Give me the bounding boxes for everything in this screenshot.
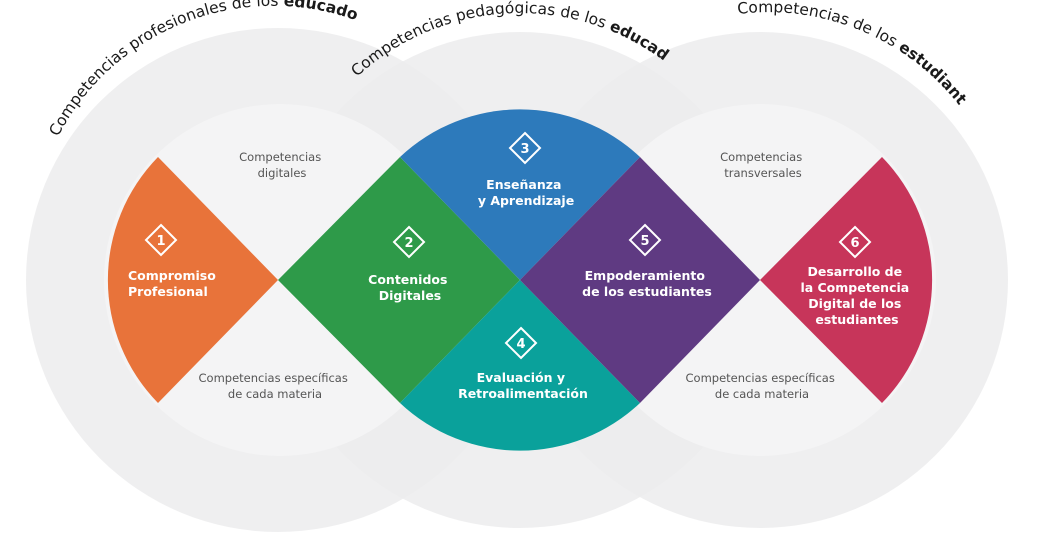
- grey-labels: Competencias digitales Competencias tran…: [199, 150, 839, 401]
- area-6-title-line-2: la Competencia: [800, 280, 909, 295]
- area-2-shape[interactable]: [278, 157, 520, 403]
- area-6-number: 6: [850, 236, 859, 251]
- label-transversales-line-2: transversales: [724, 166, 801, 180]
- area-5-number: 5: [640, 234, 649, 249]
- label-especificas-right-line-2: de cada materia: [715, 387, 809, 401]
- label-transversales-line-1: Competencias: [720, 150, 802, 164]
- label-especificas-left: Competencias específicas de cada materia: [199, 371, 352, 401]
- label-transversales: Competencias transversales: [720, 150, 806, 180]
- area-6-number-badge: 6: [838, 225, 872, 259]
- area-3-shape[interactable]: [400, 109, 640, 280]
- area-3-number: 3: [520, 142, 529, 157]
- label-digitales: Competencias digitales: [239, 150, 325, 180]
- area-3-title-line-2: y Aprendizaje: [478, 193, 574, 208]
- area-4-title: Evaluación y Retroalimentación: [458, 370, 588, 401]
- area-5-number-badge: 5: [628, 223, 662, 257]
- area-4-number: 4: [516, 337, 525, 352]
- area-6-title-line-1: Desarrollo de: [808, 264, 903, 279]
- area-2-title-line-1: Contenidos: [368, 272, 447, 287]
- competence-areas: [107, 109, 933, 451]
- area-4-title-line-2: Retroalimentación: [458, 386, 588, 401]
- area-6-diamond-icon: [838, 225, 872, 259]
- label-digitales-line-2: digitales: [258, 166, 307, 180]
- area-5-shape[interactable]: [520, 157, 760, 403]
- area-1-shape[interactable]: [107, 157, 278, 403]
- area-6-title: Desarrollo de la Competencia Digital de …: [800, 264, 913, 327]
- area-3-title: Enseñanza y Aprendizaje: [478, 177, 574, 208]
- area-1-title-line-2: Profesional: [128, 284, 208, 299]
- area-5-diamond-icon: [628, 223, 662, 257]
- area-titles: Compromiso Profesional Contenidos Digita…: [128, 177, 913, 401]
- area-3-title-line-1: Enseñanza: [486, 177, 561, 192]
- area-2-title: Contenidos Digitales: [368, 272, 452, 303]
- area-2-number: 2: [404, 236, 413, 251]
- area-2-diamond-icon: [392, 225, 426, 259]
- area-numbers: 1 2 3 4 5 6: [144, 131, 872, 360]
- area-2-number-badge: 2: [392, 225, 426, 259]
- area-4-title-line-1: Evaluación y: [477, 370, 565, 385]
- area-1-number: 1: [156, 234, 165, 249]
- area-3-number-badge: 3: [508, 131, 542, 165]
- area-4-diamond-icon: [504, 326, 538, 360]
- area-6-title-line-3: Digital de los: [808, 296, 901, 311]
- area-5-title-line-2: de los estudiantes: [582, 284, 712, 299]
- label-especificas-right-line-1: Competencias específicas: [686, 371, 835, 385]
- area-1-number-badge: 1: [144, 223, 178, 257]
- area-1-diamond-icon: [144, 223, 178, 257]
- area-5-title: Empoderamiento de los estudiantes: [582, 268, 712, 299]
- area-3-diamond-icon: [508, 131, 542, 165]
- label-especificas-left-line-1: Competencias específicas: [199, 371, 348, 385]
- label-especificas-right: Competencias específicas de cada materia: [686, 371, 839, 401]
- area-5-title-line-1: Empoderamiento: [585, 268, 706, 283]
- area-4-number-badge: 4: [504, 326, 538, 360]
- area-6-shape[interactable]: [760, 157, 933, 403]
- area-2-title-line-2: Digitales: [379, 288, 442, 303]
- label-digitales-line-1: Competencias: [239, 150, 321, 164]
- label-especificas-left-line-2: de cada materia: [228, 387, 322, 401]
- area-1-title: Compromiso Profesional: [128, 268, 220, 299]
- area-4-shape[interactable]: [400, 280, 640, 451]
- area-6-title-line-4: estudiantes: [815, 312, 898, 327]
- area-1-title-line-1: Compromiso: [128, 268, 216, 283]
